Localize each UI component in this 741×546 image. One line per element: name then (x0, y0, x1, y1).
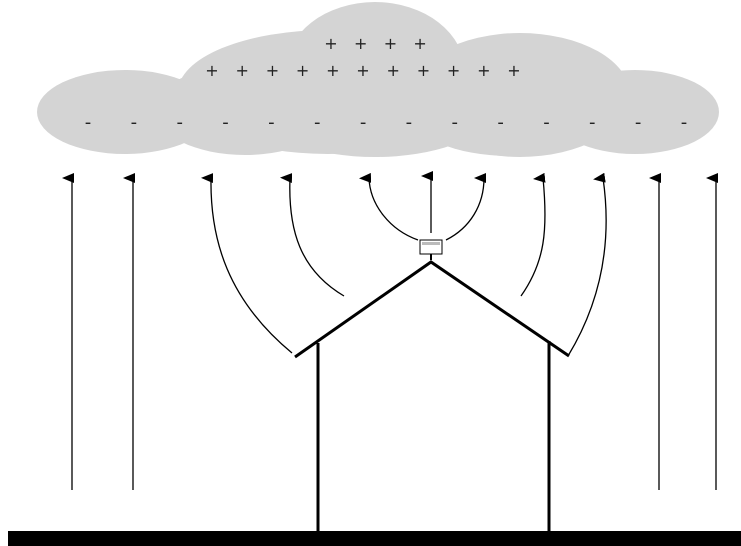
positive-charge: + (386, 61, 399, 80)
house-roof (294, 260, 570, 359)
positive-charge: + (447, 61, 460, 80)
positive-charge: + (266, 61, 279, 80)
positive-charge: + (205, 61, 218, 80)
field-arrow (520, 172, 546, 297)
negative-charge: - (452, 112, 459, 133)
negative-charge: - (635, 112, 642, 133)
negative-charge: - (85, 112, 92, 133)
negative-charge: - (176, 112, 183, 133)
positive-charge: + (326, 61, 339, 80)
cloud-charges: + + + + + + + + + + + + + + + - - - - - - - - - - - - - - (85, 34, 688, 133)
field-arrow (201, 173, 293, 354)
negative-charge: - (268, 112, 275, 133)
negative-charge: - (314, 112, 321, 133)
positive-charge: + (235, 61, 248, 80)
field-arrow (359, 172, 419, 241)
positive-charge: + (413, 34, 426, 53)
negative-charge: - (589, 112, 596, 133)
field-arrow (445, 173, 487, 241)
negative-charge: - (543, 112, 550, 133)
straight-field-lines (62, 171, 718, 490)
negative-charge: - (681, 112, 688, 133)
positive-charge: + (324, 34, 337, 53)
ground (8, 531, 741, 546)
curved-field-lines (201, 172, 607, 357)
house (294, 260, 570, 532)
negative-charge: - (360, 112, 367, 133)
positive-charge: + (384, 34, 397, 53)
positive-charge: + (356, 61, 369, 80)
field-arrow (567, 172, 607, 357)
positive-charge: + (296, 61, 309, 80)
positive-charge: + (354, 34, 367, 53)
field-arrow (280, 173, 345, 297)
positive-charge: + (507, 61, 520, 80)
positive-charge: + (477, 61, 490, 80)
positive-charge: + (417, 61, 430, 80)
lightning-detector-icon (419, 239, 443, 260)
negative-charge: - (222, 112, 229, 133)
negative-charge: - (131, 112, 138, 133)
negative-charge: - (497, 112, 504, 133)
storm-cloud: + + + + + + + + + + + + + + + - - - - - - - - - - - - - - (37, 2, 719, 157)
negative-charge: - (406, 112, 413, 133)
